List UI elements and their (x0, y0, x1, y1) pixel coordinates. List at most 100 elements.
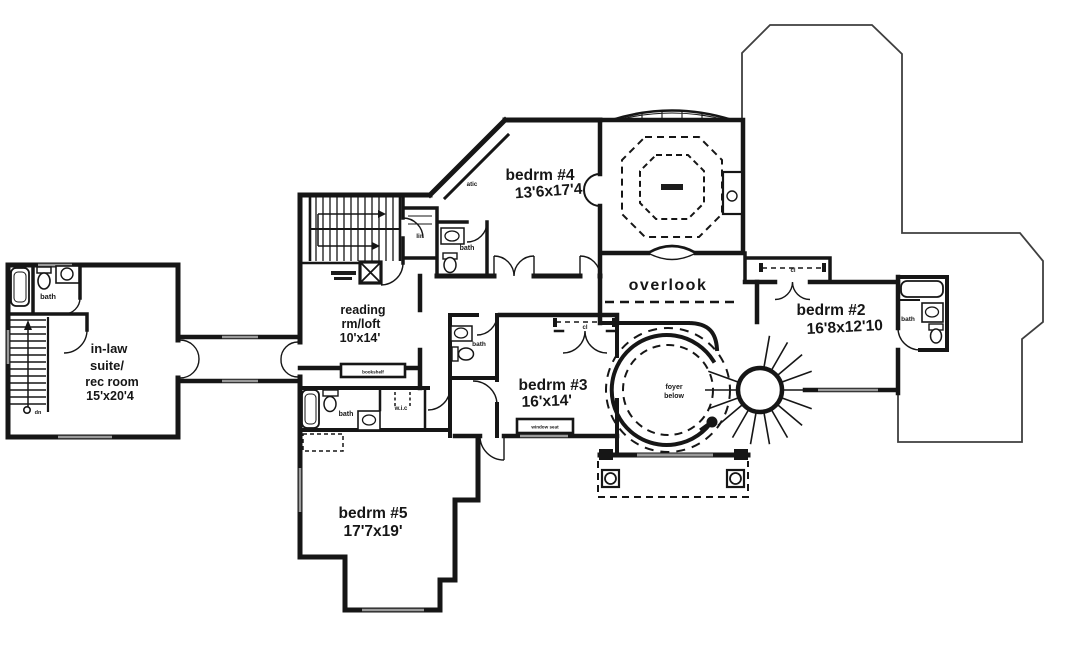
reading-room-label: reading rm/loft 10'x14' (340, 303, 386, 345)
tray-ceiling-outer (621, 136, 723, 238)
stair-direction-line (317, 213, 378, 247)
bookshelf-label: bookshelf (362, 370, 384, 375)
sink-fixture (361, 414, 377, 426)
column-symbol-circle (604, 472, 617, 485)
bedrm3-bath: bath (448, 313, 499, 438)
door-swing (472, 314, 498, 405)
double-door-swing (562, 330, 608, 354)
bow-window-mullions (617, 110, 727, 121)
wic-label: w.i.c (394, 406, 408, 412)
bow-window (611, 109, 733, 122)
spiral-treads (705, 335, 815, 445)
wall-segment (743, 251, 832, 284)
spiral-outer-wall (609, 333, 717, 447)
closet-tick (612, 318, 616, 327)
inlaw-room-label: in-law suite/ rec room 15'x20'4 (85, 341, 139, 403)
bookshelf-box (339, 362, 407, 379)
window-seat-dashed (302, 433, 344, 452)
closet-label-bedrm2: cl (790, 268, 795, 274)
door-swing (479, 435, 505, 461)
attic-wall (442, 132, 511, 201)
wall-segment (896, 275, 949, 352)
bath-label-bedrm5: bath (339, 411, 354, 418)
toilet-fixture (457, 347, 475, 361)
stair-arrow-icon (372, 242, 380, 250)
bath-label-bedrm2: bath (901, 316, 915, 323)
bedrm5: bedrm #5 17'7x19' (297, 435, 481, 613)
inlaw-bath: bath (10, 265, 88, 354)
foyer-opening: foyer below (598, 320, 731, 457)
balcony (597, 449, 751, 498)
spiral-center-post (735, 365, 785, 415)
foyer-opening-outer (605, 327, 731, 453)
chase-flue-icon (726, 190, 738, 202)
window-marker (6, 263, 112, 439)
bath-label-inlaw: bath (40, 292, 56, 301)
room-label-inlaw-3: rec room (85, 375, 139, 389)
octagon-room (583, 109, 746, 326)
chute (331, 260, 404, 286)
tub-fixture-inner (304, 393, 317, 425)
wall-segment (297, 192, 433, 560)
inlaw-suite: dn bath in-law suite/ rec room 15'x20'4 (5, 262, 181, 440)
double-door-swing (493, 255, 535, 277)
chute-x-icon (359, 261, 382, 284)
toilet-fixture (37, 272, 51, 290)
wall-segment (401, 193, 489, 278)
room-label-bedrm3: bedrm #3 (519, 377, 588, 394)
toilet-tank (36, 266, 52, 274)
room-dims-inlaw: 15'x20'4 (86, 389, 134, 403)
door-swing (63, 329, 88, 354)
room-label-reading-1: reading (340, 303, 385, 317)
bedrm3: cl window seat bedrm #3 16'x14' (452, 312, 620, 461)
closet-tick (822, 263, 826, 272)
room-dims-bedrm5: 17'7x19' (343, 523, 402, 540)
wall-segment (298, 366, 452, 438)
tub-fixture (900, 280, 944, 298)
foyer-opening-inner (622, 344, 714, 436)
tiny-label-smudge (334, 277, 352, 280)
bedrm4: atic bedrm #4 13'6x17'4 (426, 116, 603, 279)
wall-segment (754, 274, 901, 396)
curved-niche (647, 244, 697, 255)
door-swing (63, 297, 81, 315)
door-swing (427, 387, 451, 411)
linen-label: lin (416, 233, 424, 240)
attic-label: atic (467, 181, 478, 188)
tray-ceiling-inner (639, 154, 705, 220)
sink-fixture (924, 306, 940, 318)
toilet-fixture (443, 256, 457, 274)
closet-tick (759, 263, 763, 272)
bedrm5-bath: bath w.i.c (298, 366, 452, 452)
toilet-fixture (929, 328, 943, 344)
door-swing (179, 339, 200, 379)
roof-outline-path (741, 24, 1044, 443)
room-label-bedrm4: bedrm #4 (506, 167, 575, 184)
sink-fixture (444, 230, 460, 242)
window-seat-label: window seat (530, 425, 559, 430)
closet-tick (553, 318, 557, 327)
door-swing (579, 255, 601, 277)
bath-divider (378, 386, 427, 432)
room-dims-bedrm4: 13'6x17'4 (514, 181, 583, 203)
room-dims-reading: 10'x14' (340, 331, 381, 345)
balcony-outline (597, 461, 749, 498)
toilet-tank (451, 346, 459, 362)
toilet-fixture (323, 395, 337, 413)
wall-segment (426, 116, 603, 279)
stair-arrow-icon (378, 210, 386, 218)
double-door-swing (774, 281, 811, 301)
tiny-label-smudge (661, 184, 683, 190)
bay-niche (583, 173, 601, 207)
room-label-overlook: overlook (629, 277, 708, 294)
sink-fixture (60, 267, 74, 281)
window-seat-box (515, 417, 575, 435)
sink-fixture (453, 327, 469, 339)
room-label-bedrm5: bedrm #5 (339, 505, 408, 522)
column-symbol-circle (729, 472, 742, 485)
overlook: overlook (605, 277, 740, 304)
inlaw-staircase: dn (10, 317, 50, 416)
wall-post (599, 449, 613, 460)
